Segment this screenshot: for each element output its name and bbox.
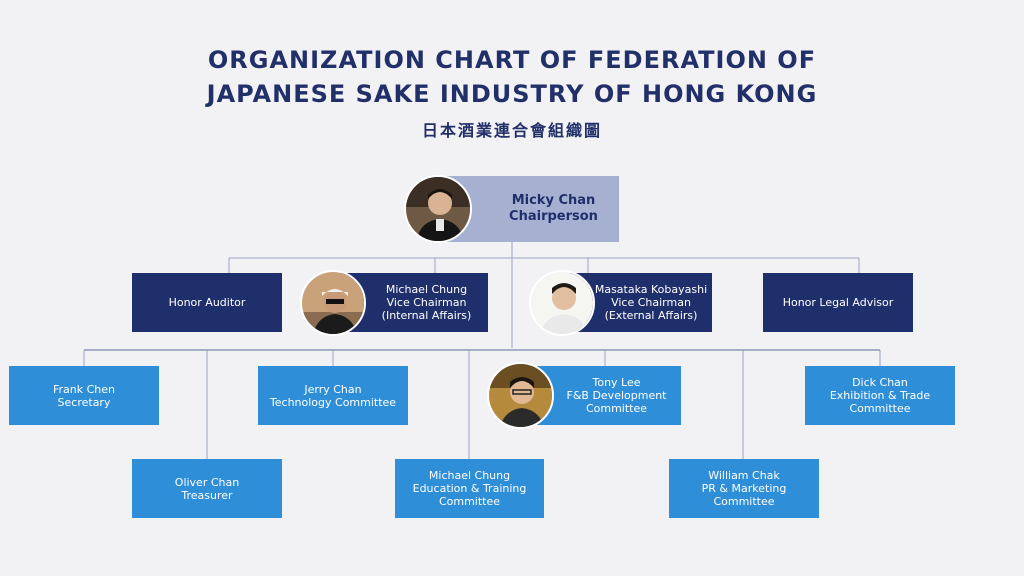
- education-role-line-2: Committee: [438, 495, 501, 508]
- vice-internal-dept: (Internal Affairs): [381, 309, 472, 322]
- vice-internal-role: Vice Chairman: [386, 296, 467, 309]
- fnb-role: F&B Development: [566, 389, 667, 402]
- secretary-box: Frank Chen Secretary: [9, 366, 159, 425]
- chart-title-line-2: JAPANESE SAKE INDUSTRY OF HONG KONG: [206, 80, 818, 108]
- chairperson-photo: [404, 175, 472, 243]
- vice-external-name: Masataka Kobayashi: [594, 283, 708, 296]
- fnb-name: Tony Lee: [592, 376, 641, 389]
- exhibition-role-line-2: Committee: [849, 402, 911, 415]
- education-name: Michael Chung: [428, 469, 511, 482]
- pr-committee-box: William Chak PR & Marketing Committee: [669, 459, 819, 518]
- vice-external-photo: [529, 270, 595, 336]
- chart-title-line-1: ORGANIZATION CHART OF FEDERATION OF: [207, 46, 817, 74]
- exhibition-name: Dick Chan: [852, 376, 908, 389]
- pr-name: William Chak: [708, 469, 780, 482]
- vice-external-dept: (External Affairs): [604, 309, 698, 322]
- chart-subtitle: 日本酒業連合會組織圖: [421, 121, 602, 140]
- treasurer-box: Oliver Chan Treasurer: [132, 459, 282, 518]
- honor-legal-advisor-box: Honor Legal Advisor: [763, 273, 913, 332]
- pr-role-line-2: Committee: [713, 495, 775, 508]
- exhibition-role: Exhibition & Trade: [829, 389, 931, 402]
- treasurer-role: Treasurer: [181, 488, 233, 502]
- technology-committee-box: Jerry Chan Technology Committee: [258, 366, 408, 425]
- fnb-role-line-2: Committee: [585, 402, 648, 415]
- chairperson-role: Chairperson: [509, 209, 598, 224]
- technology-role: Technology Committee: [269, 395, 397, 409]
- honor-auditor-label: Honor Auditor: [168, 296, 246, 309]
- vice-internal-name: Michael Chung: [385, 283, 468, 296]
- secretary-role: Secretary: [57, 395, 111, 409]
- treasurer-name: Oliver Chan: [174, 475, 240, 489]
- fnb-photo: [487, 362, 554, 429]
- honor-auditor-box: Honor Auditor: [132, 273, 282, 332]
- vice-internal-photo: [300, 270, 366, 336]
- technology-name: Jerry Chan: [304, 382, 362, 396]
- secretary-name: Frank Chen: [52, 382, 116, 396]
- chairperson-name: Micky Chan: [511, 193, 596, 208]
- pr-role: PR & Marketing: [701, 482, 787, 495]
- vice-external-role: Vice Chairman: [611, 296, 691, 309]
- honor-legal-advisor-label: Honor Legal Advisor: [782, 296, 894, 309]
- exhibition-committee-box: Dick Chan Exhibition & Trade Committee: [805, 366, 955, 425]
- education-committee-box: Michael Chung Education & Training Commi…: [395, 459, 544, 518]
- fnb-committee-box: Tony Lee F&B Development Committee: [530, 366, 681, 425]
- education-role: Education & Training: [412, 482, 527, 495]
- chairperson-box: Micky Chan Chairperson: [436, 176, 619, 242]
